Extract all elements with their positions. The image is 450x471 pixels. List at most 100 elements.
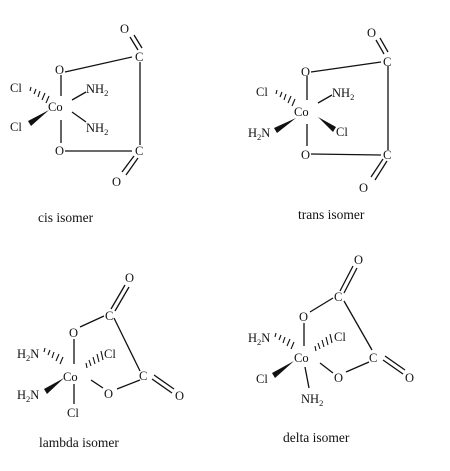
double-bond <box>153 374 175 390</box>
oxygen-atom: O <box>367 26 376 40</box>
bond <box>71 111 87 123</box>
amine-label: NH <box>301 392 319 406</box>
oxygen-atom: O <box>299 310 308 324</box>
amine-label: N <box>261 126 270 140</box>
trans-isomer-structure: O C O O C O Co Cl NH2 H2N Cl trans isome… <box>248 26 391 222</box>
wedge-bond <box>44 378 64 394</box>
double-bond <box>129 36 139 51</box>
amine-label: NH <box>86 82 104 96</box>
subscript: 2 <box>350 92 354 102</box>
hashed-bond <box>85 350 104 369</box>
cobalt-atom: Co <box>294 105 309 119</box>
oxygen-atom: O <box>55 63 64 77</box>
amine-label: H <box>248 331 257 345</box>
bond <box>79 315 105 328</box>
carbon-atom: C <box>139 369 147 383</box>
carbon-atom: C <box>369 351 377 365</box>
subscript: 2 <box>257 337 261 347</box>
bond <box>317 94 333 104</box>
oxygen-atom: O <box>334 371 343 385</box>
chlorine-atom: Cl <box>256 372 268 386</box>
oxygen-atom: O <box>301 148 310 162</box>
double-bond <box>114 286 130 312</box>
amine-group: NH2 <box>86 82 108 98</box>
oxygen-atom: O <box>175 389 184 403</box>
carbon-atom: C <box>105 309 113 323</box>
bond <box>345 361 370 373</box>
carbon-atom: C <box>135 144 143 158</box>
bond <box>310 61 382 73</box>
double-bond <box>151 378 173 394</box>
carbon-atom: C <box>334 290 342 304</box>
oxygen-atom: O <box>104 387 113 401</box>
oxygen-atom: O <box>55 144 64 158</box>
subscript: 2 <box>104 88 108 98</box>
bond <box>304 366 310 389</box>
double-bond <box>133 34 143 49</box>
bond <box>116 379 141 390</box>
hashed-bond <box>275 89 296 107</box>
double-bond <box>339 265 354 292</box>
cobalt-atom: Co <box>63 370 78 384</box>
amine-group: NH2 <box>86 121 108 137</box>
trans-isomer-caption: trans isomer <box>298 207 365 222</box>
bond <box>309 297 334 313</box>
oxygen-atom: O <box>120 22 129 36</box>
double-bond <box>343 267 358 294</box>
delta-isomer-structure: O C O Cl Co C O O H2N Cl NH2 delta isome… <box>248 253 414 445</box>
wedge-bond <box>318 117 336 132</box>
subscript: 2 <box>319 398 323 408</box>
subscript: 2 <box>257 132 261 142</box>
hashed-bond <box>274 332 295 350</box>
oxygen-atom: O <box>112 175 121 189</box>
carbon-atom: C <box>383 55 391 69</box>
wedge-bond <box>274 118 296 133</box>
amine-group: H2N <box>17 388 39 404</box>
bond <box>310 153 382 156</box>
delta-isomer-caption: delta isomer <box>283 430 350 445</box>
amine-group: NH2 <box>332 86 354 102</box>
chlorine-atom: Cl <box>10 120 22 134</box>
cobalt-atom: Co <box>48 100 63 114</box>
chlorine-atom: Cl <box>336 125 348 139</box>
chlorine-atom: Cl <box>256 85 268 99</box>
amine-group: H2N <box>17 347 39 363</box>
amine-label: H <box>17 388 26 402</box>
bond <box>90 379 104 389</box>
double-bond <box>121 155 135 173</box>
amine-group: H2N <box>248 331 270 347</box>
carbon-atom: C <box>383 148 391 162</box>
carbon-atom: C <box>135 50 143 64</box>
chlorine-atom: Cl <box>104 347 116 361</box>
amine-group: NH2 <box>301 392 323 408</box>
oxygen-atom: O <box>405 371 414 385</box>
amine-label: H <box>248 126 257 140</box>
oxygen-atom: O <box>301 65 310 79</box>
oxygen-atom: O <box>354 253 363 267</box>
chlorine-atom: Cl <box>67 406 79 420</box>
amine-group: H2N <box>248 126 270 142</box>
hashed-bond <box>43 347 64 365</box>
bond <box>64 56 133 73</box>
bond <box>71 91 87 101</box>
oxygen-atom: O <box>69 326 78 340</box>
cis-isomer-caption: cis isomer <box>38 210 94 225</box>
oxygen-atom: O <box>359 181 368 195</box>
oxygen-atom: O <box>125 271 134 285</box>
lambda-isomer-structure: O C O Co Cl C O O H2N H2N Cl lambda isom… <box>17 271 184 450</box>
amine-label: N <box>30 388 39 402</box>
chlorine-atom: Cl <box>334 330 346 344</box>
wedge-bond <box>272 361 294 378</box>
double-bond <box>375 39 385 55</box>
subscript: 2 <box>26 394 30 404</box>
cobalt-atom: Co <box>294 351 309 365</box>
chlorine-atom: Cl <box>10 81 22 95</box>
double-bond <box>382 359 404 375</box>
lambda-isomer-caption: lambda isomer <box>39 435 119 450</box>
amine-label: H <box>17 347 26 361</box>
hashed-bond <box>29 86 50 104</box>
double-bond <box>370 158 384 178</box>
double-bond <box>125 157 139 176</box>
subscript: 2 <box>104 127 108 137</box>
